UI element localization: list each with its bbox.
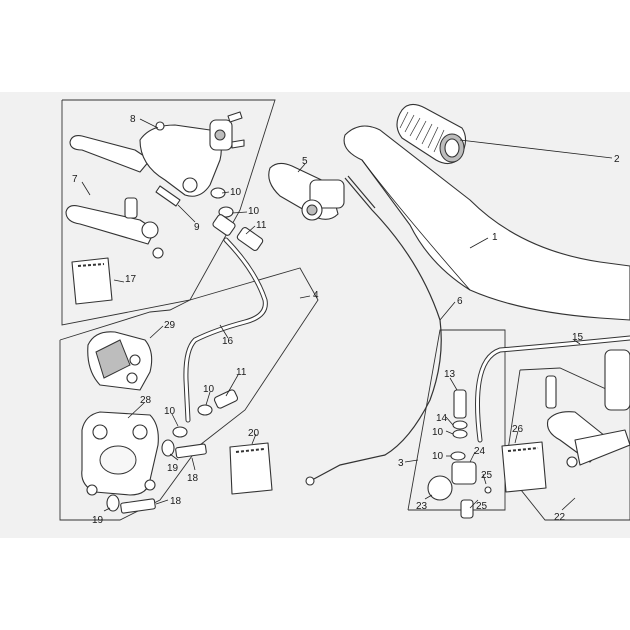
upper-fittings	[155, 185, 264, 251]
callout-28: 28	[140, 395, 152, 406]
brake-master-cylinder	[69, 111, 245, 197]
callout-22: 22	[554, 512, 566, 523]
callout-labels: 8 7 9 10 10 11 5 2 1 4 6 17 29 16 15 11 …	[72, 114, 620, 526]
throttle-part	[268, 162, 345, 221]
clutch-assembly	[427, 389, 492, 519]
right-lever	[545, 349, 630, 468]
callout-29: 29	[164, 320, 176, 331]
callout-4: 4	[313, 290, 319, 301]
callout-6: 6	[457, 296, 463, 307]
seal-kit-bag-17	[71, 257, 113, 305]
callout-7: 7	[72, 174, 78, 185]
callout-13: 13	[444, 369, 456, 380]
throttle-cable	[311, 177, 442, 481]
seal-kit-bag-26	[501, 441, 547, 493]
callout-10-c: 10	[203, 384, 215, 395]
callout-10-e: 10	[432, 427, 444, 438]
callout-26: 26	[512, 424, 524, 435]
callout-15: 15	[572, 332, 584, 343]
callout-18-a: 18	[187, 473, 199, 484]
callout-20: 20	[248, 428, 260, 439]
caliper-bolt-upper	[161, 439, 207, 459]
callout-16: 16	[222, 336, 234, 347]
callout-24: 24	[474, 446, 486, 457]
callout-5: 5	[302, 156, 308, 167]
callout-19-b: 19	[92, 515, 104, 526]
callout-19-a: 19	[167, 463, 179, 474]
callout-14: 14	[436, 413, 448, 424]
callout-25-b: 25	[476, 501, 488, 512]
lever-part-7	[65, 197, 164, 259]
callout-23: 23	[416, 501, 428, 512]
handlebar	[343, 125, 630, 321]
callout-3: 3	[398, 458, 404, 469]
callout-9: 9	[194, 222, 200, 233]
callout-10-b: 10	[248, 206, 260, 217]
callout-10-a: 10	[230, 187, 242, 198]
seal-kit-bag-20	[229, 442, 273, 495]
callout-18-b: 18	[170, 496, 182, 507]
brake-pads	[87, 331, 153, 391]
callout-8: 8	[130, 114, 136, 125]
callout-11-a: 11	[256, 220, 267, 231]
leader-lines	[81, 118, 613, 512]
callout-1: 1	[492, 232, 498, 243]
callout-10-d: 10	[164, 406, 176, 417]
callout-17: 17	[125, 274, 137, 285]
frame-caliper-group	[59, 267, 319, 521]
lower-fittings	[172, 389, 239, 438]
callout-2: 2	[614, 154, 620, 165]
caliper-bolt-lower	[106, 494, 156, 514]
frame-master-cylinder-group	[61, 99, 276, 326]
grip-part	[396, 103, 467, 165]
callout-25-a: 25	[481, 470, 493, 481]
callout-10-f: 10	[432, 451, 444, 462]
brake-caliper	[81, 411, 159, 496]
callout-11-b: 11	[236, 367, 247, 378]
